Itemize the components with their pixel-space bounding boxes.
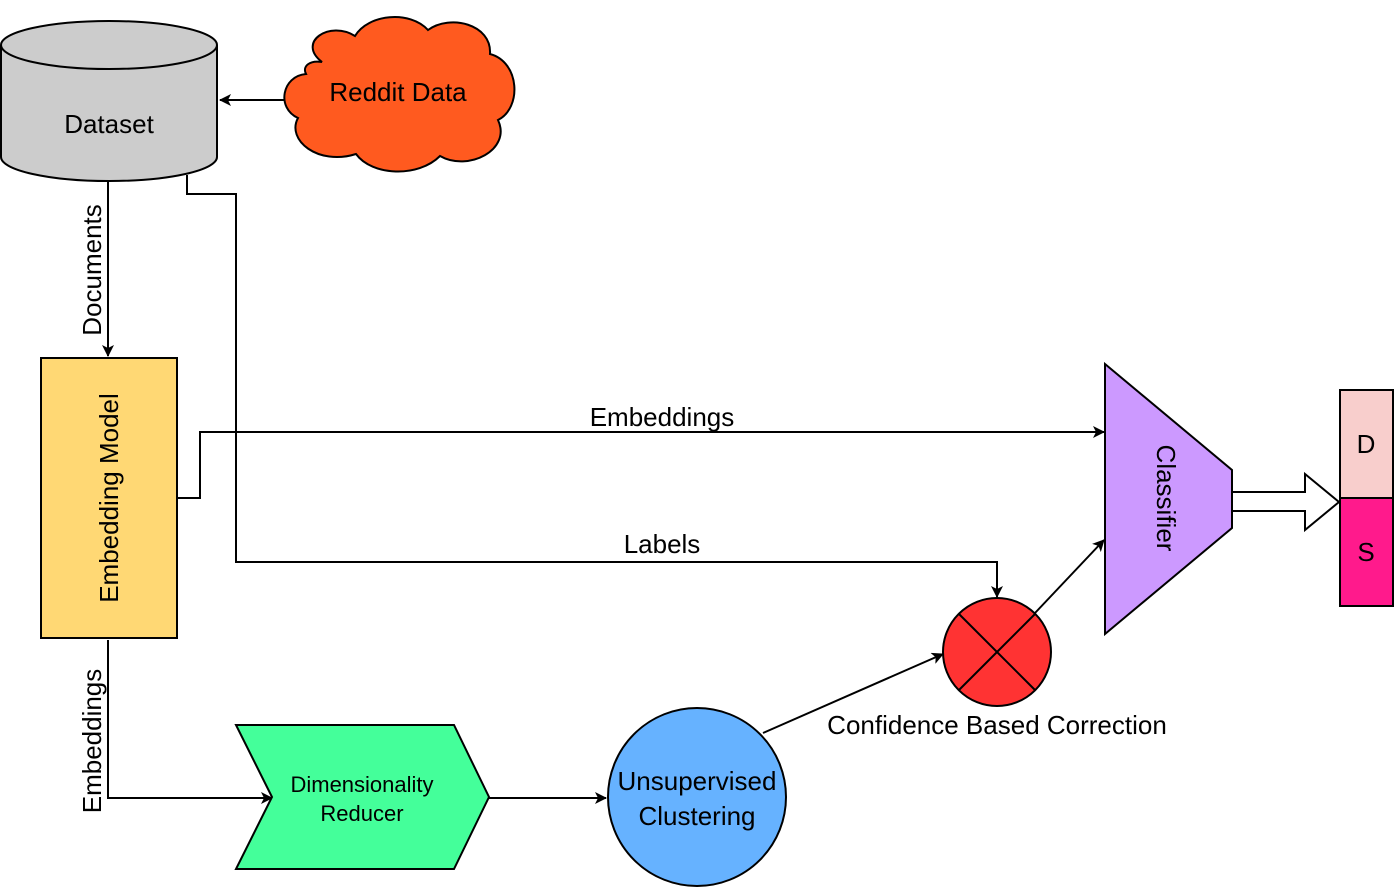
dataset-node: Dataset xyxy=(0,20,218,182)
edge-label-embeddings-top: Embeddings xyxy=(590,402,735,432)
edge-clustering-to-correction xyxy=(762,652,944,734)
edge-label-confidence: Confidence Based Correction xyxy=(827,710,1167,740)
edge-label-labels: Labels xyxy=(624,529,701,559)
dimensionality-reducer-label-2: Reducer xyxy=(320,801,403,826)
edge-label-embeddings-left: Embeddings xyxy=(77,669,107,814)
output-d-node: D xyxy=(1339,389,1394,499)
output-s-label: S xyxy=(1357,537,1374,567)
clustering-label-1: Unsupervised xyxy=(618,766,777,796)
correction-node xyxy=(942,597,1052,707)
edge-label-documents: Documents xyxy=(77,204,107,336)
classifier-node: Classifier xyxy=(1104,361,1233,637)
embedding-model-node: Embedding Model xyxy=(40,357,178,639)
reddit-data-node: Reddit Data xyxy=(283,16,516,173)
clustering-node: Unsupervised Clustering xyxy=(607,707,787,887)
output-d-label: D xyxy=(1357,429,1376,459)
edge-labels xyxy=(186,175,1003,598)
dimensionality-reducer-node: Dimensionality Reducer xyxy=(234,724,491,870)
output-s-node: S xyxy=(1339,497,1394,607)
clustering-label-2: Clustering xyxy=(638,801,755,831)
output-arrow xyxy=(1231,471,1341,533)
edge-correction-to-classifier xyxy=(1034,539,1105,614)
edge-embeddings-to-reducer xyxy=(107,640,273,804)
dimensionality-reducer-label-1: Dimensionality xyxy=(290,772,433,797)
edge-embeddings-to-classifier xyxy=(177,426,1105,499)
dataset-label: Dataset xyxy=(64,109,154,139)
reddit-data-label: Reddit Data xyxy=(329,77,467,107)
classifier-label: Classifier xyxy=(1151,445,1181,552)
embedding-model-label: Embedding Model xyxy=(94,393,124,603)
